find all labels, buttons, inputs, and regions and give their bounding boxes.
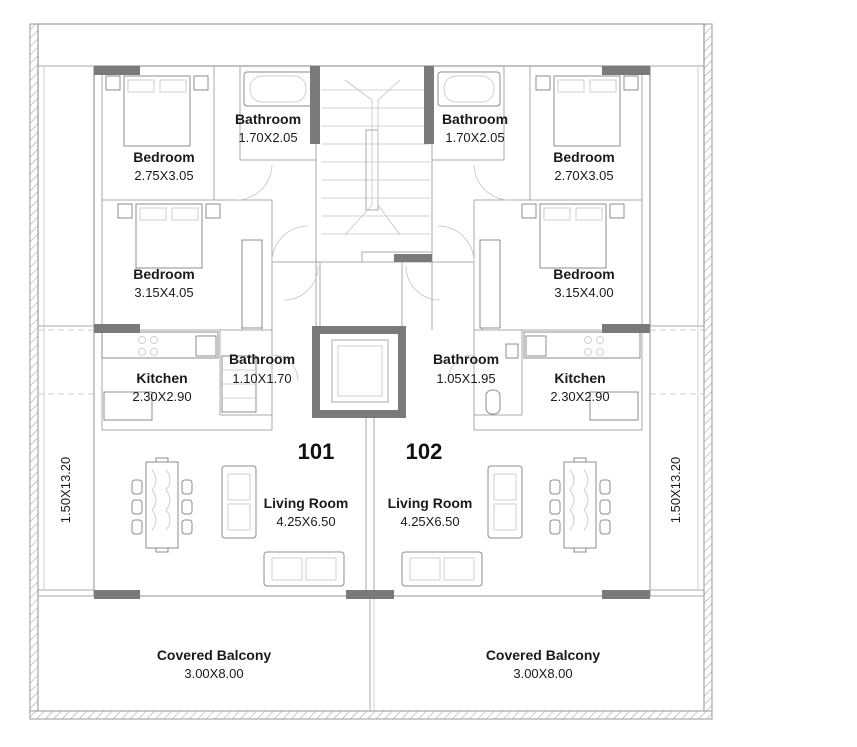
kitchen-counter-left — [101, 331, 219, 421]
room-name: Bathroom — [235, 111, 301, 127]
stair-treads — [322, 79, 430, 236]
room-name: Covered Balcony — [157, 647, 272, 663]
elevator — [312, 326, 406, 418]
column — [394, 254, 432, 262]
room-dims: 3.00X8.00 — [513, 666, 572, 681]
label-bathroom-mr: Bathroom 1.05X1.95 — [433, 351, 499, 386]
label-bathroom-tl: Bathroom 1.70X2.05 — [235, 111, 301, 145]
label-kitchen-r: Kitchen 2.30X2.90 — [550, 370, 609, 404]
column — [424, 66, 434, 144]
dining-table-left — [131, 457, 193, 553]
hatch-strip-bottom — [29, 710, 713, 720]
bed-top-left — [105, 75, 209, 147]
label-bedroom-ml: Bedroom 3.15X4.05 — [133, 266, 194, 300]
room-dims: 2.30X2.90 — [132, 389, 191, 404]
room-dims: 1.70X2.05 — [238, 130, 297, 145]
sofa-right — [401, 551, 483, 587]
room-dims: 1.05X1.95 — [436, 371, 495, 386]
hatch-strip-left — [29, 23, 39, 720]
room-dims: 2.70X3.05 — [554, 168, 613, 183]
label-bathroom-ml: Bathroom 1.10X1.70 — [229, 351, 295, 386]
room-name: Bedroom — [133, 266, 194, 282]
room-dims: 3.15X4.05 — [134, 285, 193, 300]
room-dims: 3.00X8.00 — [184, 666, 243, 681]
bed-mid-left — [117, 203, 221, 269]
column — [94, 324, 140, 333]
column — [94, 66, 140, 75]
side-balcony-right — [649, 325, 705, 591]
column — [94, 590, 140, 599]
room-name: Bathroom — [442, 111, 508, 127]
column — [346, 590, 394, 599]
room-dims: 4.25X6.50 — [276, 514, 335, 529]
room-dims: 4.25X6.50 — [400, 514, 459, 529]
wardrobe-right — [479, 239, 501, 329]
label-kitchen-l: Kitchen 2.30X2.90 — [132, 370, 191, 404]
room-name: Bedroom — [133, 149, 194, 165]
sofa-left — [263, 551, 345, 587]
room-dims: 1.70X2.05 — [445, 130, 504, 145]
label-balcony-r: Covered Balcony 3.00X8.00 — [486, 647, 601, 681]
room-dims: 2.30X2.90 — [550, 389, 609, 404]
bathtub-left — [243, 71, 313, 107]
bathtub-right — [437, 71, 501, 107]
wardrobe-left — [241, 239, 263, 329]
label-bedroom-tr: Bedroom 2.70X3.05 — [553, 149, 614, 183]
side-balcony-left — [37, 325, 95, 591]
label-balcony-l: Covered Balcony 3.00X8.00 — [157, 647, 272, 681]
room-name: Bathroom — [433, 351, 499, 367]
door-swings — [235, 164, 511, 382]
label-bedroom-tl: Bedroom 2.75X3.05 — [133, 149, 194, 183]
kitchen-counter-right — [523, 331, 641, 421]
armchair-left — [221, 465, 257, 539]
room-name: Bedroom — [553, 266, 614, 282]
label-bathroom-tr: Bathroom 1.70X2.05 — [442, 111, 508, 145]
bed-mid-right — [521, 203, 625, 269]
room-name: Kitchen — [554, 370, 605, 386]
column — [602, 66, 650, 75]
room-name: Living Room — [388, 495, 473, 511]
column — [602, 590, 650, 599]
room-name: Covered Balcony — [486, 647, 601, 663]
label-living-r: Living Room 4.25X6.50 — [388, 495, 473, 529]
label-bedroom-mr: Bedroom 3.15X4.00 — [553, 266, 614, 300]
covered-balcony-right — [369, 595, 705, 712]
room-dims: 3.15X4.00 — [554, 285, 613, 300]
side-dim-right: 1.50X13.20 — [668, 457, 683, 524]
bed-top-right — [535, 75, 639, 147]
room-dims: 2.75X3.05 — [134, 168, 193, 183]
unit-number-left: 101 — [298, 439, 335, 464]
dining-table-right — [549, 457, 611, 553]
column — [310, 66, 320, 144]
toilet-right — [485, 343, 519, 415]
room-dims: 1.10X1.70 — [232, 371, 291, 386]
room-name: Bedroom — [553, 149, 614, 165]
room-name: Living Room — [264, 495, 349, 511]
unit-number-right: 102 — [406, 439, 443, 464]
column — [602, 324, 650, 333]
room-name: Kitchen — [136, 370, 187, 386]
shower-left — [221, 355, 257, 413]
room-name: Bathroom — [229, 351, 295, 367]
hatch-strip-right — [703, 23, 713, 720]
armchair-right — [487, 465, 523, 539]
side-dim-left: 1.50X13.20 — [58, 457, 73, 524]
label-living-l: Living Room 4.25X6.50 — [264, 495, 349, 529]
